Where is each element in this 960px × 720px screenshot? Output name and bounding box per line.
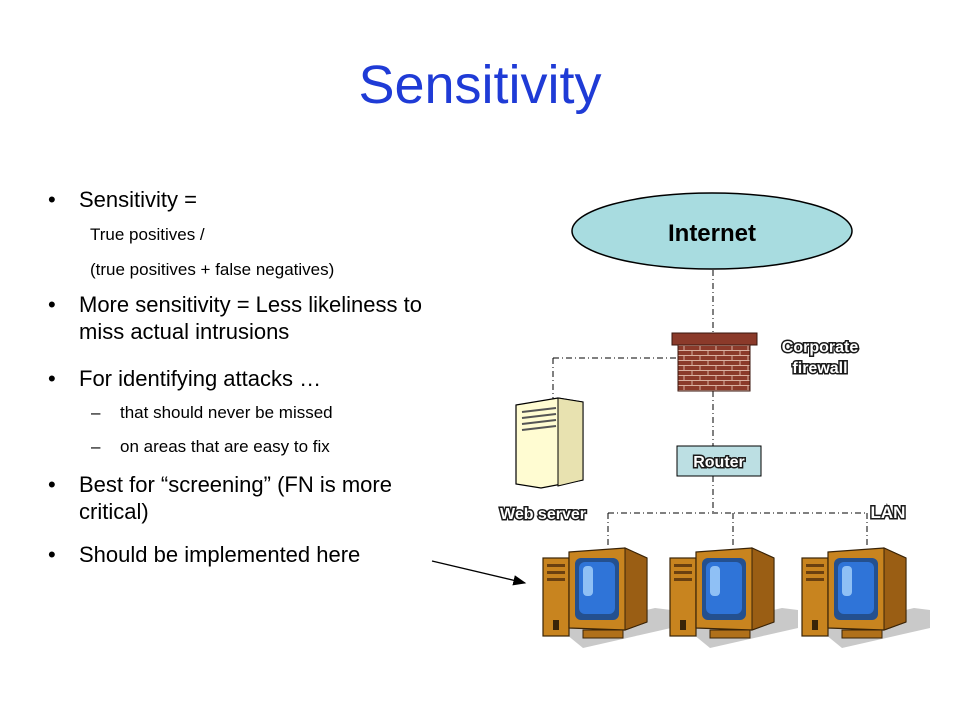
- bullet-line: miss actual intrusions: [79, 319, 290, 344]
- bullet-dot: •: [48, 187, 56, 212]
- bullet-sensitivity: • Sensitivity =: [48, 186, 197, 213]
- bullet-implemented-here: • Should be implemented here: [48, 541, 361, 568]
- dash-text: on areas that are easy to fix: [120, 437, 330, 456]
- bullet-screening: • Best for “screening” (FN is more criti…: [48, 471, 392, 525]
- bullet-line: Best for “screening” (FN is more: [79, 472, 392, 497]
- bullet-identifying-attacks: • For identifying attacks …: [48, 365, 322, 392]
- bullet-dot: •: [48, 542, 56, 567]
- bullet-dot: •: [48, 472, 56, 497]
- bullet-line: More sensitivity = Less likeliness to: [79, 292, 422, 317]
- dash-mark: –: [91, 403, 101, 422]
- bullet-text: For identifying attacks …: [79, 366, 322, 391]
- internet-label: Internet: [668, 220, 756, 247]
- bullet-dot: •: [48, 366, 56, 391]
- internet-cloud: [571, 192, 853, 270]
- bullet-dot: •: [48, 292, 56, 317]
- slide-title: Sensitivity: [358, 55, 602, 115]
- bullet-line: critical): [79, 499, 149, 524]
- firewall-label-line1: Corporate: [782, 339, 859, 356]
- dash-mark: –: [91, 437, 101, 456]
- web-server-icon: [515, 397, 584, 489]
- firewall-label-line2: firewall: [792, 360, 847, 377]
- router-label: Router: [693, 454, 745, 471]
- dash-item-easy-to-fix: – on areas that are easy to fix: [91, 436, 330, 458]
- workstation-3-icon: [801, 547, 931, 649]
- sub-line-true-positives: True positives /: [90, 225, 205, 244]
- bullet-text: Should be implemented here: [79, 542, 361, 567]
- web-server-label: Web server: [500, 506, 586, 523]
- firewall-icon: [671, 332, 758, 392]
- bullet-text: Sensitivity =: [79, 187, 197, 212]
- router-box: [676, 445, 762, 477]
- pointer-arrow: [431, 560, 527, 586]
- workstation-1-icon: [542, 547, 672, 649]
- sub-line-formula-denominator: (true positives + false negatives): [90, 260, 335, 279]
- dash-text: that should never be missed: [120, 403, 333, 422]
- workstation-2-icon: [669, 547, 799, 649]
- lan-label: LAN: [871, 503, 906, 522]
- dash-item-never-missed: – that should never be missed: [91, 402, 333, 424]
- bullet-more-sensitivity: • More sensitivity = Less likeliness to …: [48, 291, 422, 345]
